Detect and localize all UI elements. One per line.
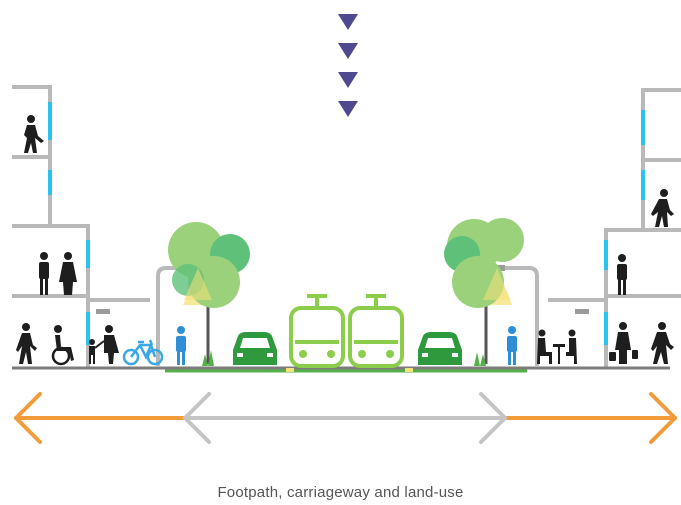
car-icon: [418, 332, 462, 365]
down-arrow-icon: [338, 14, 358, 30]
car-icon: [233, 332, 277, 365]
shopper-icon: [609, 322, 638, 364]
lane-markers: [286, 368, 413, 372]
down-arrow-icon: [338, 72, 358, 88]
pedestrian-icon: [24, 115, 44, 153]
down-arrows: [338, 14, 358, 117]
tram-icon: [348, 294, 404, 368]
down-arrow-icon: [338, 43, 358, 59]
carriageway-arrow: [183, 392, 507, 444]
land-use-arrow-right: [503, 392, 677, 444]
cafe-table-icon: [537, 329, 577, 364]
right-building-windows: [604, 110, 645, 345]
pedestrian-icon: [176, 326, 186, 365]
left-building-windows: [48, 102, 90, 345]
awning: [96, 309, 110, 314]
diagram-caption: Footpath, carriageway and land-use: [217, 484, 464, 501]
awning: [575, 309, 589, 314]
land-use-arrow-left: [14, 392, 187, 444]
bicycle-icon: [122, 339, 164, 366]
cyclist-icon: [507, 326, 517, 365]
pedestrian-icon: [617, 254, 627, 295]
pedestrian-icon: [651, 189, 674, 227]
couple-icon: [39, 252, 77, 295]
family-icon: [89, 325, 119, 364]
pedestrian-icon: [16, 323, 37, 364]
tree-icon: [168, 222, 250, 366]
office-worker-icon: [651, 322, 674, 364]
wheelchair-user-icon: [51, 325, 74, 366]
down-arrow-icon: [338, 101, 358, 117]
tram-icon: [289, 294, 345, 368]
tree-icon: [444, 218, 524, 366]
